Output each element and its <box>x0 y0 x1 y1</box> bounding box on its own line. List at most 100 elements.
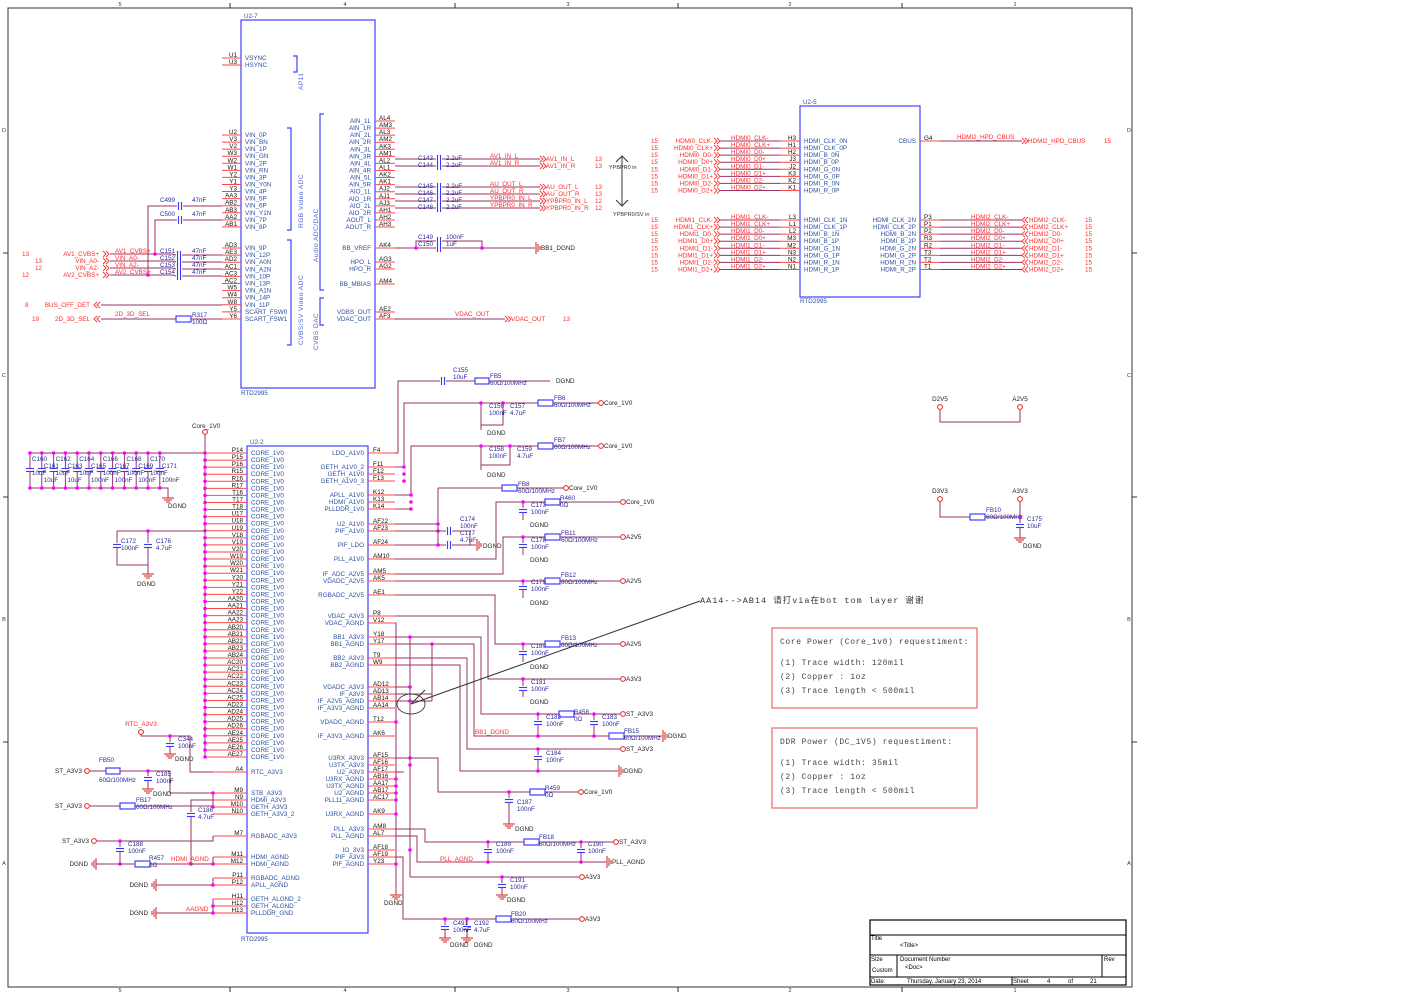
capacitor-symbol <box>519 508 527 514</box>
pin-number: T17 <box>232 496 243 503</box>
pin-number: AE25 <box>228 737 244 744</box>
component-refdes: R459 <box>545 785 561 792</box>
pin-name: CORE_1V0 <box>251 563 284 570</box>
capacitor-symbol <box>176 258 182 266</box>
offpage-connector-icon <box>1021 237 1029 245</box>
net-label: HDMI1_CLK+ <box>731 221 770 228</box>
component-refdes: C186 <box>198 807 214 814</box>
junction-dot <box>592 734 596 738</box>
pin-name: VDAC_AGND <box>325 620 365 627</box>
ferrite-bead-symbol <box>544 498 561 506</box>
net-label: HDMI_AGND <box>171 856 209 863</box>
capacitor-symbol <box>120 467 129 473</box>
offpage-connector-icon <box>102 250 110 258</box>
power-port-label: ST_A3V3 <box>619 839 646 846</box>
wire <box>395 615 523 680</box>
wire <box>442 240 483 248</box>
pin-number: AG2 <box>379 263 392 270</box>
capacitor-symbol <box>144 776 152 782</box>
component-value: 100nF <box>517 806 535 813</box>
junction-dot <box>536 734 540 738</box>
pin-name: VDADC_AGND <box>320 719 364 726</box>
component-refdes: R458 <box>574 709 590 716</box>
net-label: HDMI2_D0+ <box>971 235 1006 242</box>
page-ref: 15 <box>651 138 659 145</box>
component-refdes: C166 <box>103 456 119 463</box>
component-value: 47nF <box>192 211 207 218</box>
pin-name: HPO_R <box>349 266 371 273</box>
ground-label: DGND <box>530 600 549 607</box>
capacitor-symbol <box>116 847 124 853</box>
pin-number: R3 <box>924 235 933 242</box>
pin-number: AC3 <box>225 270 238 277</box>
capacitor-symbol <box>144 467 152 473</box>
pin-name: VIN_0P <box>245 132 267 139</box>
capacitor-symbol <box>534 755 542 761</box>
pin-name: PIF_A1V0 <box>335 528 364 535</box>
capacitor-symbol <box>577 848 585 854</box>
power-port-label: A3V3 <box>626 676 642 683</box>
power-port-label: ST_A3V3 <box>62 838 89 845</box>
component-value: 60Ω/100MHz <box>561 537 598 544</box>
pin-name: U2_A3V3 <box>337 769 364 776</box>
wire <box>120 770 213 794</box>
wire <box>395 622 397 895</box>
page-ref: 13 <box>595 156 603 163</box>
capacitor-symbol <box>61 467 70 473</box>
junction-dot <box>203 571 207 575</box>
pin-name: CORE_1V0 <box>251 705 284 712</box>
component-value: 47nF <box>192 255 207 262</box>
pin-name: HDMI_G_0P <box>804 173 840 180</box>
junction-dot <box>430 642 434 646</box>
page-ref: 15 <box>651 145 659 152</box>
ground-icon <box>164 751 176 759</box>
junction-dot <box>521 535 525 539</box>
net-label: HDMI1_CLK- <box>731 214 768 221</box>
component-refdes: C151 <box>160 248 176 255</box>
capacitor-symbol <box>436 190 442 198</box>
net-label: 2D_3D_SEL <box>115 311 151 318</box>
pin-number: T9 <box>373 652 381 659</box>
component-refdes: C174 <box>460 516 476 523</box>
offpage-port-label: HDMI1_CLK+ <box>674 224 713 231</box>
offpage-port-label: VIN_A0- <box>75 258 99 265</box>
pin-name: U3RX_A3V3 <box>328 755 364 762</box>
column-marker: 4 <box>343 2 346 8</box>
page-ref: 15 <box>651 217 659 224</box>
pin-number: U3 <box>229 59 238 66</box>
component-value: 47nF <box>192 197 207 204</box>
ground-icon <box>151 907 157 919</box>
requirement-note-box <box>771 727 978 809</box>
junction-dot <box>203 514 207 519</box>
junction-dot <box>51 486 56 490</box>
component-refdes: FB11 <box>561 530 576 537</box>
component-value: 2.2uF <box>446 204 462 211</box>
page-ref: 15 <box>651 252 659 259</box>
component-refdes: C184 <box>546 750 562 757</box>
pin-name: IF_A3V3_AGND <box>318 733 365 740</box>
pin-name: VDBS_OUT <box>337 309 371 316</box>
capacitor-symbol <box>446 541 452 549</box>
capacitor-symbol <box>113 543 121 549</box>
capacitor-symbol <box>446 527 452 535</box>
pin-name: CORE_1V0 <box>251 507 284 514</box>
pin-name: CORE_1V0 <box>251 683 284 690</box>
component-value: 100nF <box>446 234 464 241</box>
junction-dot <box>122 451 127 455</box>
power-port-icon <box>620 499 626 505</box>
offpage-connector-icon <box>713 237 721 245</box>
pin-name: IF_A3V3_AGND <box>318 705 365 712</box>
pin-name: HDMI_A3V3 <box>251 797 286 804</box>
pin-name: VSYNC <box>245 55 267 62</box>
component-refdes: FB50 <box>99 757 115 764</box>
page-ref: 15 <box>651 224 659 231</box>
pin-number: V2 <box>229 143 237 150</box>
pin-number: AM5 <box>373 568 386 575</box>
junction-dot <box>203 656 207 660</box>
component-value: 2.2uF <box>446 197 462 204</box>
pin-name: AIN_1R <box>349 125 372 132</box>
component-value: 60Ω/100MHz <box>99 777 136 784</box>
component-value: 47nF <box>192 269 207 276</box>
ferrite-bead-symbol <box>119 802 136 810</box>
